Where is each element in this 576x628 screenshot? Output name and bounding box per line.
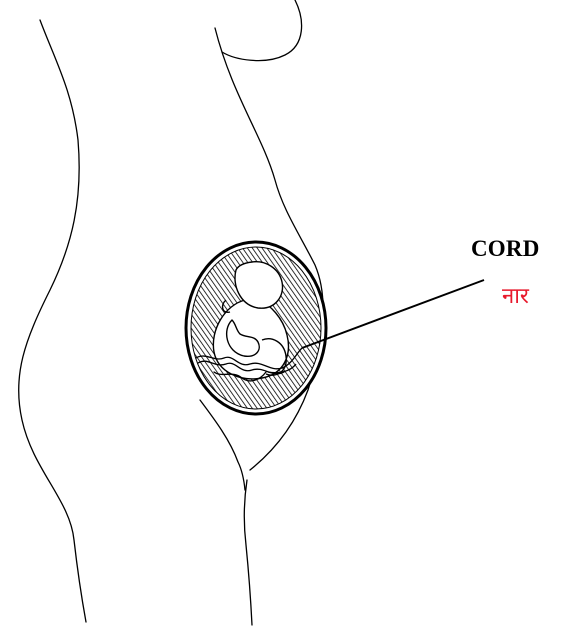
cord-label-english: CORD [471, 236, 540, 262]
cord-pointer-line [302, 280, 484, 348]
back-outline [19, 20, 86, 622]
cord-label-hindi: नार [502, 286, 529, 308]
lower-abdomen-outline [200, 400, 245, 490]
leg-outline [244, 480, 252, 625]
breast-outline [222, 0, 302, 61]
